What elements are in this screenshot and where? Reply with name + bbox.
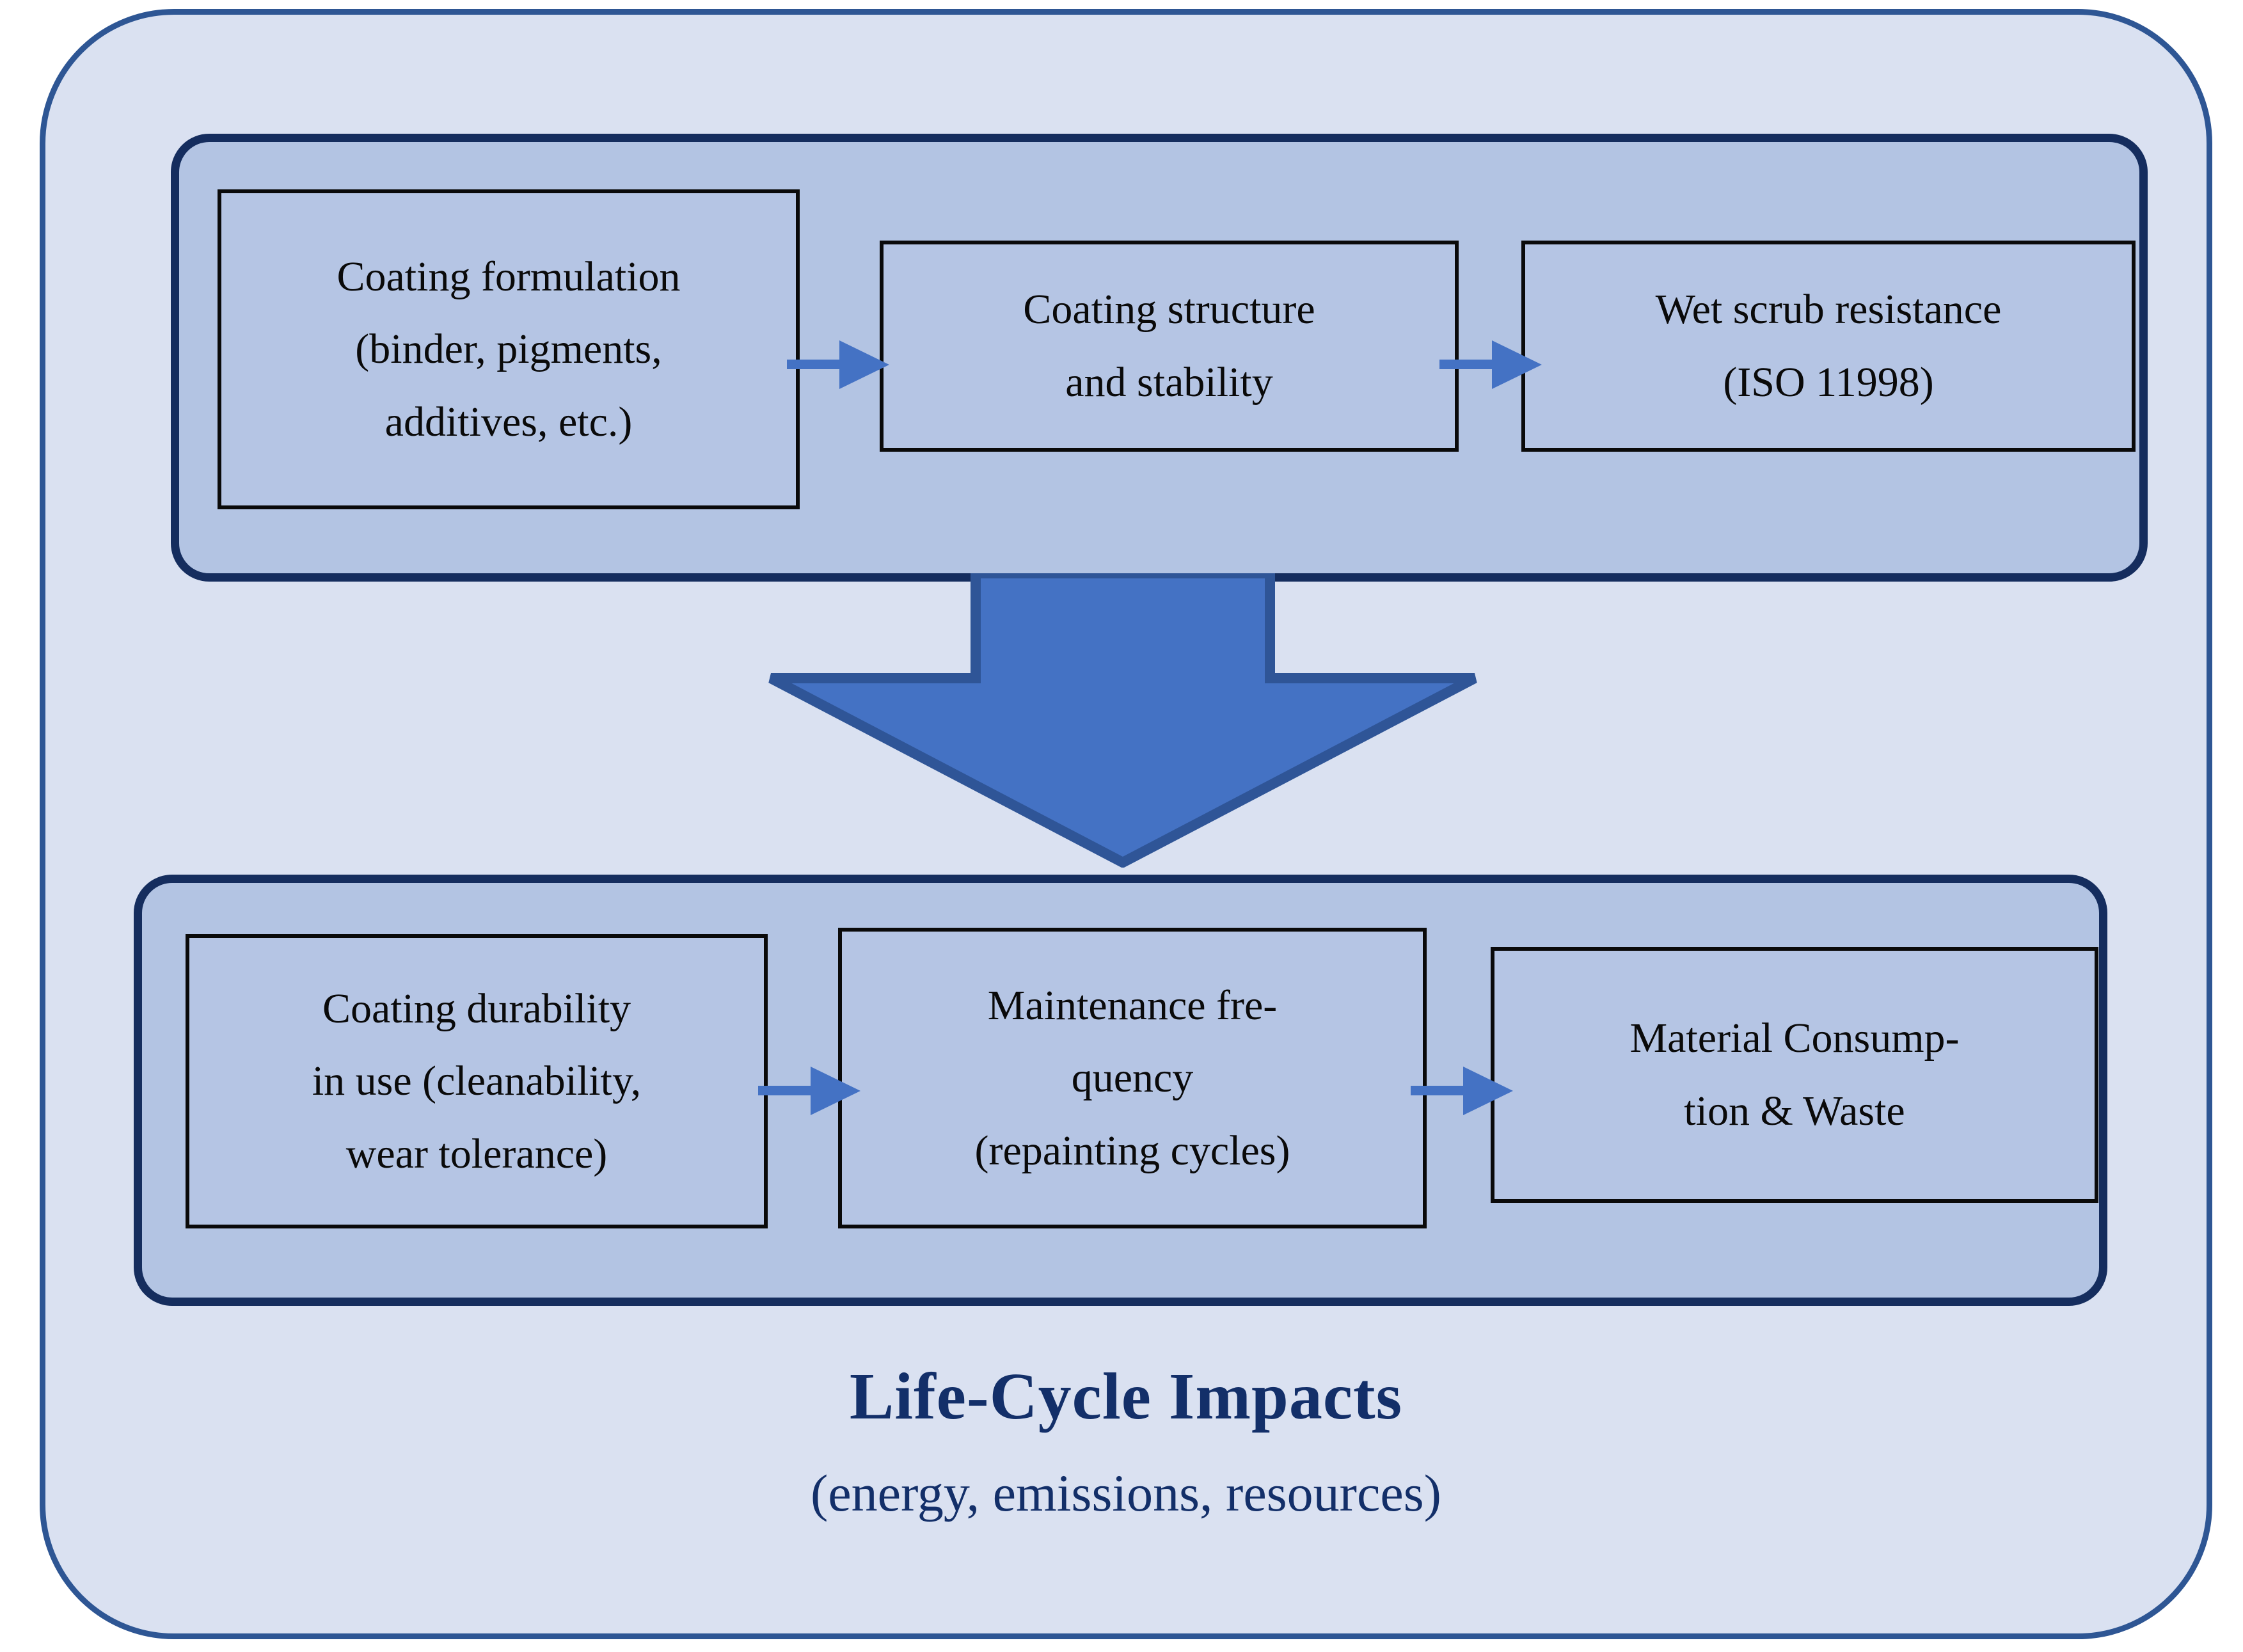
box-coating-durability-label: Coating durability in use (cleanability,… <box>312 985 642 1177</box>
lifecycle-caption: Life-Cycle Impacts (energy, emissions, r… <box>40 1356 2212 1527</box>
box-wet-scrub-resistance[interactable]: Wet scrub resistance (ISO 11998) <box>1521 241 2136 452</box>
box-coating-structure[interactable]: Coating structure and stability <box>880 241 1459 452</box>
box-coating-durability[interactable]: Coating durability in use (cleanability,… <box>186 934 768 1228</box>
box-material-consumption-waste-label: Material Consump- tion & Waste <box>1629 1015 1960 1134</box>
box-coating-formulation[interactable]: Coating formulation (binder, pigments, a… <box>218 189 800 509</box>
box-maintenance-frequency[interactable]: Maintenance fre- quency (repainting cycl… <box>838 928 1427 1228</box>
arrow-down-icon-lifecycle-transition <box>768 573 1477 868</box>
box-wet-scrub-resistance-label: Wet scrub resistance (ISO 11998) <box>1655 286 2002 406</box>
box-coating-formulation-label: Coating formulation (binder, pigments, a… <box>337 253 681 445</box>
caption-subtitle: (energy, emissions, resources) <box>810 1463 1441 1522</box>
box-material-consumption-waste[interactable]: Material Consump- tion & Waste <box>1491 947 2098 1203</box>
box-maintenance-frequency-label: Maintenance fre- quency (repainting cycl… <box>974 981 1290 1174</box>
caption-title: Life-Cycle Impacts <box>849 1360 1403 1433</box>
box-coating-structure-label: Coating structure and stability <box>1023 286 1315 406</box>
